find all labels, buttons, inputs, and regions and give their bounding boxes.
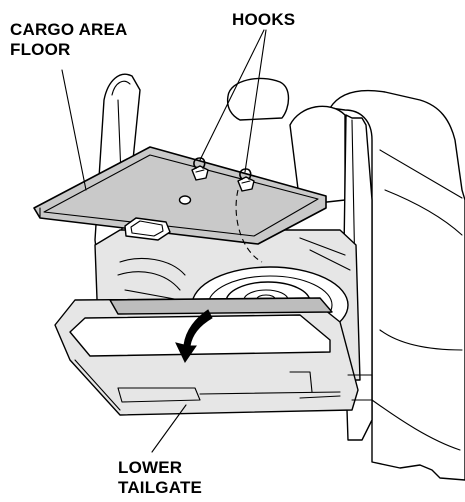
lower-direction-arrow — [175, 309, 213, 363]
label-cargo-area-floor-line2: FLOOR — [10, 40, 71, 59]
tailgate-leader — [151, 404, 187, 453]
vehicle-body-right — [329, 89, 465, 481]
hook-right — [239, 168, 252, 180]
hooks-leader-left — [199, 29, 265, 161]
label-lower-tailgate-line1: LOWER — [118, 458, 183, 477]
hook-guide-line — [235, 189, 263, 263]
floor-center-hole — [178, 195, 192, 205]
label-lower-tailgate-line2: TAILGATE — [118, 478, 203, 497]
rear-seat-headrest — [226, 77, 290, 121]
hook-left — [193, 157, 206, 169]
label-cargo-area-floor-line1: CARGO AREA — [10, 20, 128, 39]
label-hooks: HOOKS — [232, 10, 296, 29]
hooks-leader-right — [244, 29, 267, 173]
cargo-area-floor-board — [33, 146, 327, 245]
cargo-floor-leader — [61, 69, 87, 191]
